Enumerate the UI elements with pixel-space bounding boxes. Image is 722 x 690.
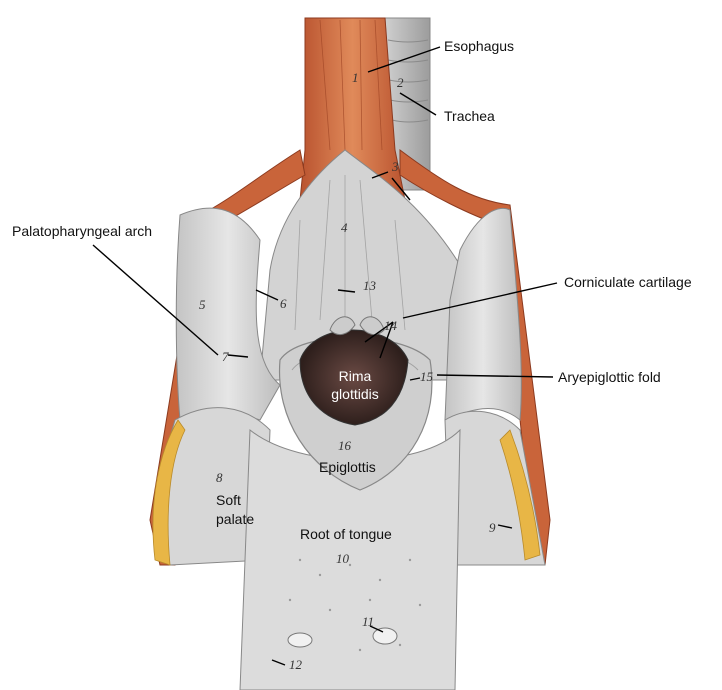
number-9: 9 (489, 520, 496, 535)
label-palatopharyngeal-arch: Palatopharyngeal arch (12, 223, 153, 239)
leader-corniculate-cartilage-b (379, 321, 394, 359)
number-13: 13 (363, 278, 377, 293)
leader-trachea (399, 92, 437, 116)
leader-15 (409, 377, 421, 381)
label-corniculate-cartilage: Corniculate cartilage (564, 274, 692, 290)
mucosa-folds (294, 175, 406, 331)
leader-corniculate-cartilage-a (364, 321, 394, 343)
leader-9 (497, 524, 513, 529)
lingual-papilla-right (372, 627, 398, 645)
label-rima-glottidis-line1: Rima (338, 368, 372, 384)
pharynx-mucosa (259, 149, 471, 381)
right-lower-region (444, 410, 546, 566)
label-trachea: Trachea (444, 108, 495, 124)
label-rima-glottidis-line2: glottidis (331, 386, 379, 402)
lingual-papilla-left (287, 632, 313, 648)
number-1: 1 (352, 70, 359, 85)
label-aryepiglottic-fold: Aryepiglottic fold (558, 369, 661, 385)
number-16: 16 (338, 438, 352, 453)
leader-11 (369, 625, 384, 633)
leader-esophagus (367, 46, 441, 73)
leader-3a (371, 171, 389, 179)
leader-corniculate-cartilage (402, 282, 558, 319)
right-tonsil-fat (499, 429, 541, 561)
left-tonsil-fat (152, 419, 186, 566)
leader-12 (271, 659, 286, 666)
leader-6 (255, 289, 279, 301)
esophagus-fibers (319, 19, 383, 151)
number-11: 11 (362, 614, 374, 629)
tongue-texture (288, 558, 422, 652)
number-6: 6 (280, 296, 287, 311)
leader-3b (391, 177, 411, 201)
number-5: 5 (199, 297, 206, 312)
number-3: 3 (391, 159, 399, 174)
number-12: 12 (289, 657, 303, 672)
number-15: 15 (420, 369, 434, 384)
left-palate-region (175, 207, 281, 421)
leader-13 (337, 289, 356, 293)
leader-lines (92, 46, 558, 666)
label-soft-palate-line2: palate (216, 511, 255, 527)
number-7: 7 (222, 349, 229, 364)
right-palate-region (444, 207, 522, 421)
number-10: 10 (336, 551, 350, 566)
number-markers: 1 2 3 4 5 6 7 8 9 10 11 12 13 14 15 16 (199, 70, 496, 672)
number-2: 2 (397, 75, 404, 90)
label-soft-palate-line1: Soft (216, 492, 241, 508)
corniculate-cartilage-left (329, 316, 356, 336)
number-14: 14 (384, 318, 398, 333)
number-8: 8 (216, 470, 223, 485)
leader-7 (227, 354, 249, 358)
label-esophagus: Esophagus (444, 38, 515, 54)
trachea-rings (387, 39, 429, 123)
label-root-of-tongue: Root of tongue (300, 526, 392, 542)
leader-palatopharyngeal-arch (92, 244, 219, 356)
leader-aryepiglottic-fold (436, 374, 554, 378)
corniculate-cartilage-right (359, 316, 385, 336)
label-epiglottis: Epiglottis (319, 459, 376, 475)
number-4: 4 (341, 220, 348, 235)
